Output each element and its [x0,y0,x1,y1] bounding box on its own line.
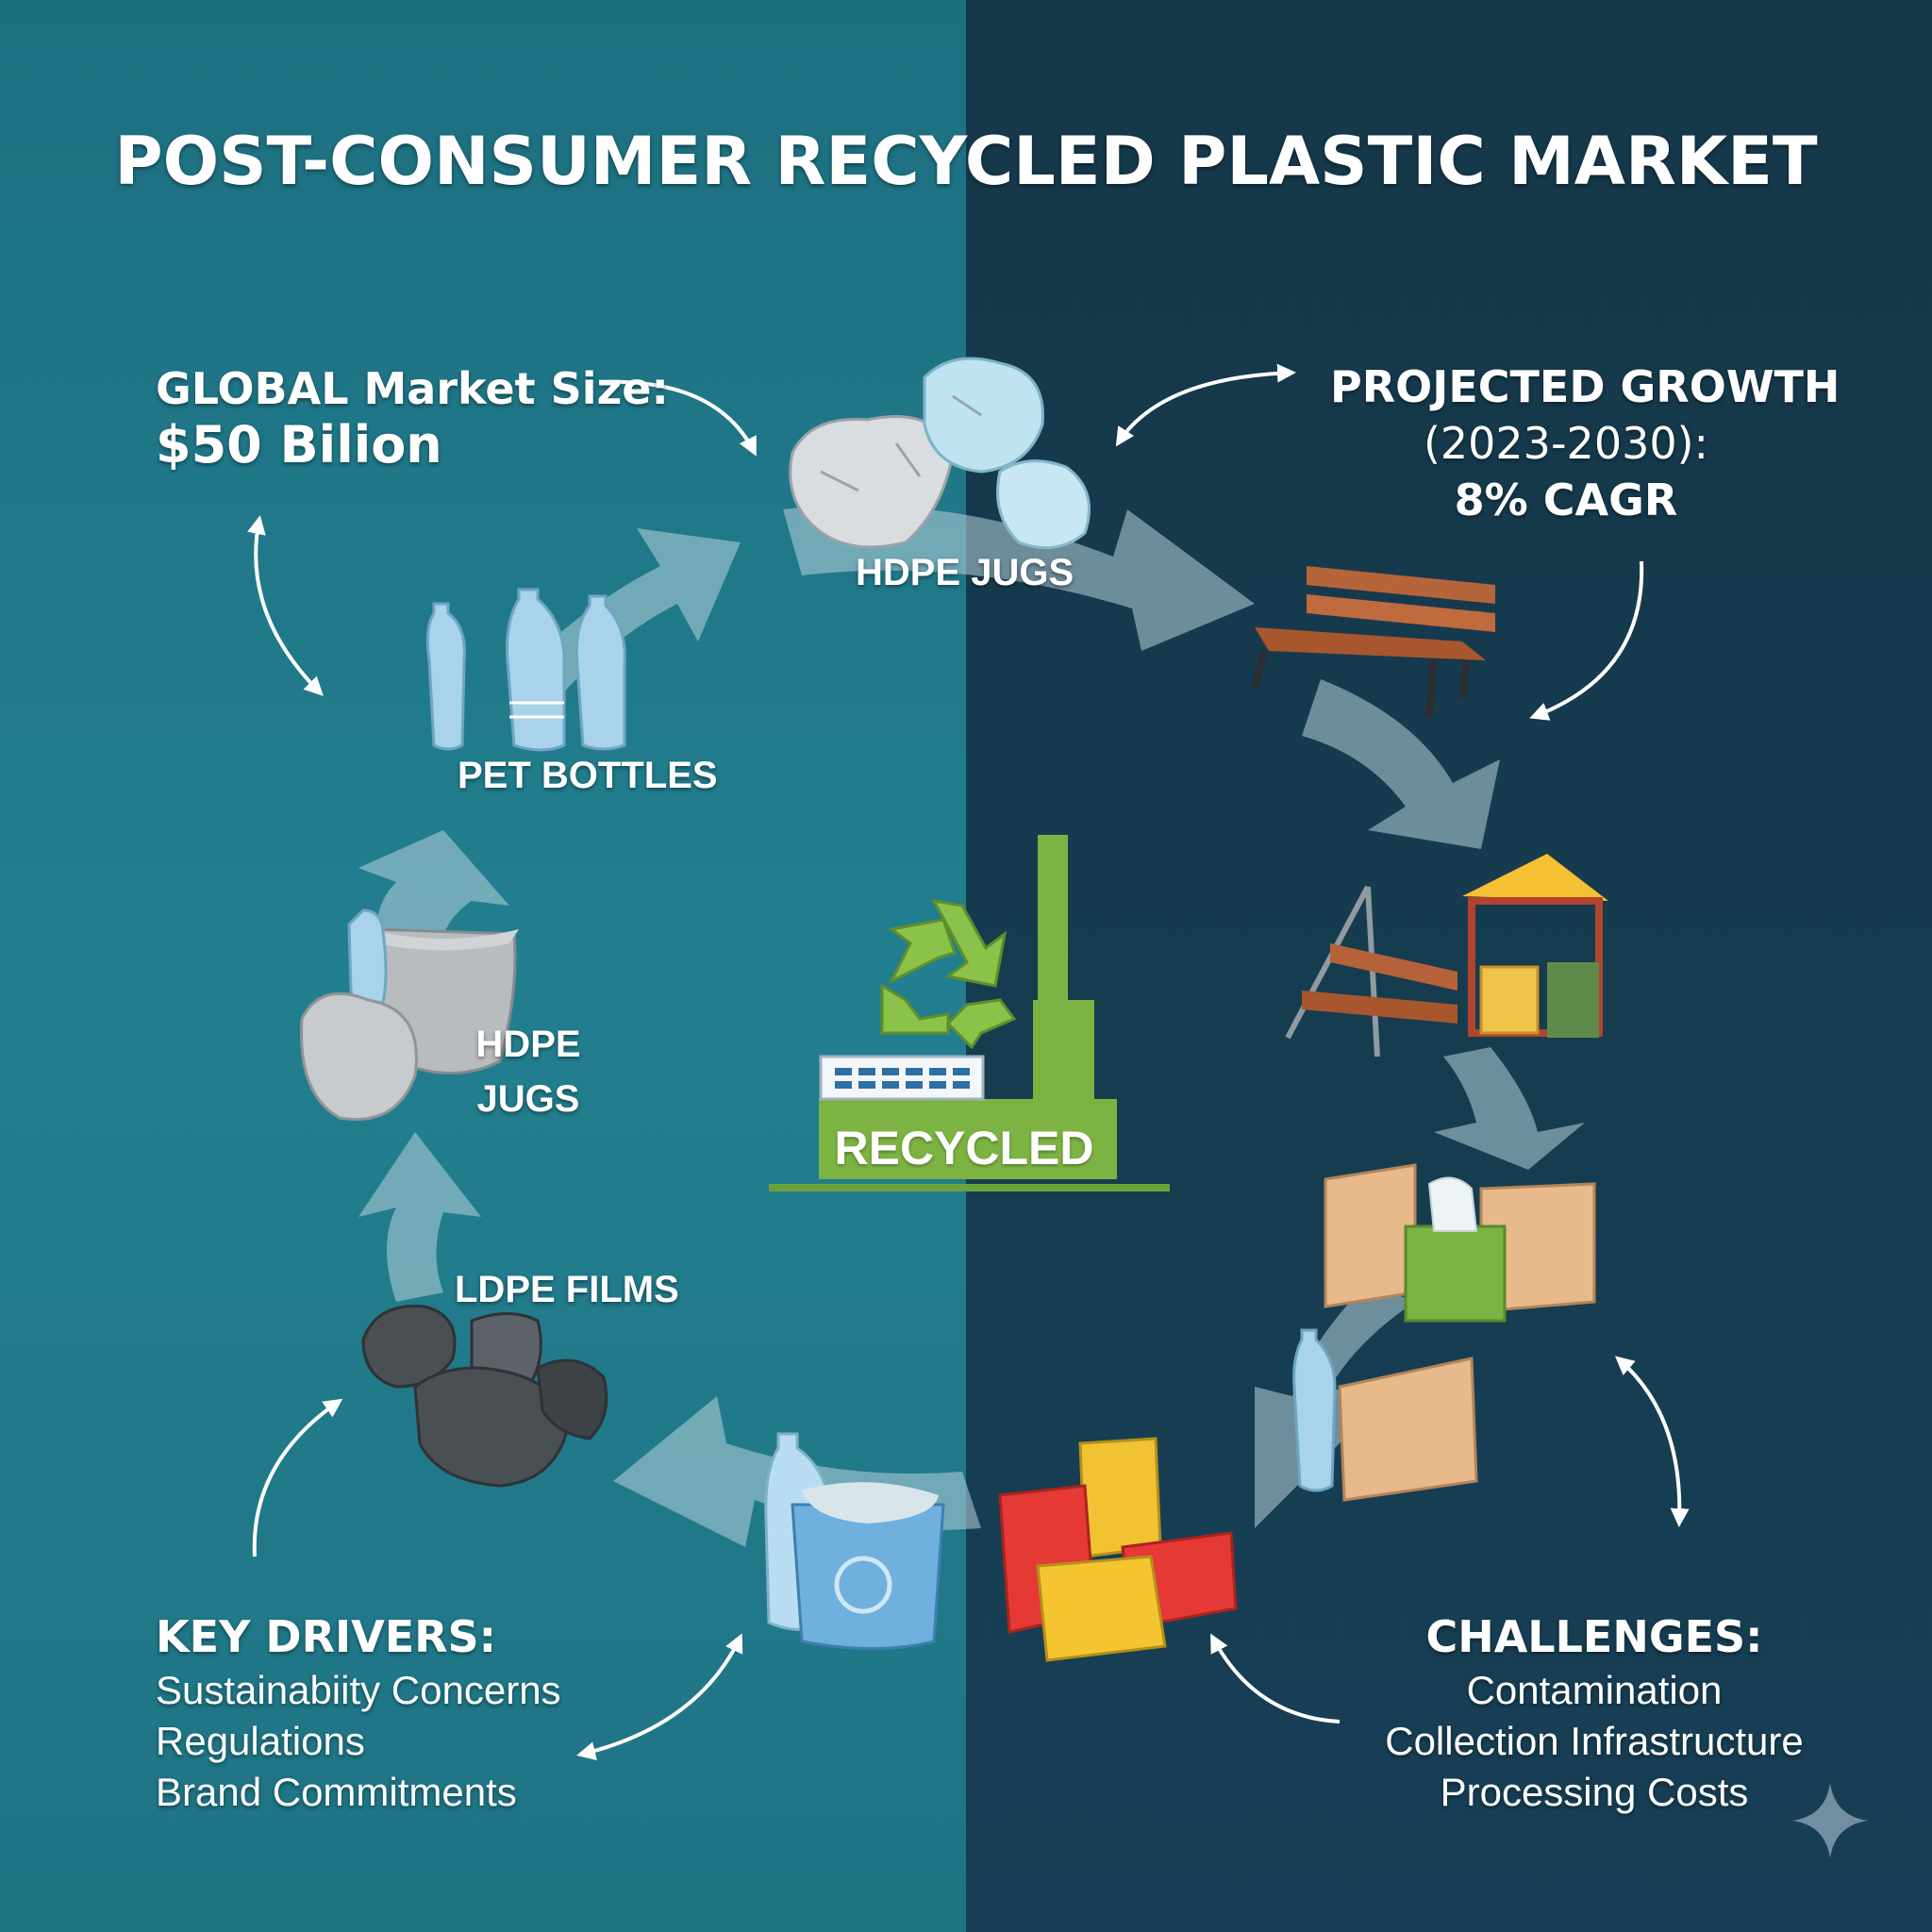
packaging-icon [998,1437,1238,1662]
cycle-arrow-playground-to-boxes [1434,1047,1585,1170]
cycle-arrow-hdpe-up [358,830,509,953]
label-hdpe-jugs-top: HDPE JUGS [856,552,1074,593]
label-ldpe-films: LDPE FILMS [455,1269,679,1310]
challenges-list: Contamination Collection Infrastructure … [1340,1665,1849,1818]
arrow-challenges-up [1614,1356,1690,1527]
cycle-arrow-ldpe-up [358,1132,481,1302]
boxes-icon [1292,1163,1596,1502]
arrow-market-to-top [598,379,757,457]
arrow-challenges-red [1210,1633,1341,1724]
challenge-item: Collection Infrastructure [1385,1719,1804,1763]
connector-arrows [247,363,1690,1760]
cycle-arrow-pet-to-top [509,528,741,717]
market-size-label: GLOBAL Market Size: [156,363,669,414]
growth-value: 8% CAGR [1454,475,1678,525]
key-driver-item: Regulations [156,1719,365,1763]
playground-icon [1285,854,1608,1058]
hdpe-waste-icon [789,357,1091,550]
key-drivers-list: Sustainabiity Concerns Regulations Brand… [156,1665,561,1818]
ldpe-films-icon [361,1304,608,1488]
arrow-drivers-up [252,1398,343,1557]
arrow-drivers-bin [576,1633,743,1760]
market-size-value: $50 Bilion [156,415,442,475]
challenges-heading: CHALLENGES: [1425,1611,1763,1662]
key-driver-item: Sustainabiity Concerns [156,1668,561,1712]
bench-icon [1251,566,1495,718]
challenge-item: Contamination [1466,1668,1723,1712]
arrow-growth-down [1529,560,1644,721]
label-pet-bottles: PET BOTTLES [458,755,718,796]
recycle-symbol-icon [880,899,1017,1050]
challenges-block: CHALLENGES: Contamination Collection Inf… [1340,1608,1849,1818]
recycling-bin-icon [764,1432,945,1650]
label-hdpe-line2: JUGS [476,1078,580,1120]
growth-label: PROJECTED GROWTH [1330,361,1840,412]
growth-period: (2023-2030): [1423,418,1709,469]
factory-icon [769,835,1170,1191]
hdpe-jugs-icon [300,908,519,1121]
arrow-market-down [247,515,324,696]
growth-block: PROJECTED GROWTH (2023-2030): 8% CAGR [1330,358,1840,528]
key-driver-item: Brand Commitments [156,1770,517,1814]
label-hdpe-line1: HDPE [475,1024,581,1065]
sparkle-icon [1792,1783,1868,1858]
key-drivers-heading: KEY DRIVERS: [156,1611,497,1662]
label-hdpe-jugs-left: HDPE JUGS [472,1017,585,1126]
page-title: POST-CONSUMER RECYCLED PLASTIC MARKET [114,123,1818,200]
arrow-top-growth [1115,363,1296,447]
factory-label: RECYCLED [834,1122,1094,1174]
key-drivers-block: KEY DRIVERS: Sustainabiity Concerns Regu… [156,1608,561,1818]
market-size-block: GLOBAL Market Size: $50 Bilion [156,360,669,474]
cycle-arrow-bench-to-playground [1302,679,1500,849]
challenge-item: Processing Costs [1440,1770,1749,1814]
pet-bottles-icon [425,588,626,752]
